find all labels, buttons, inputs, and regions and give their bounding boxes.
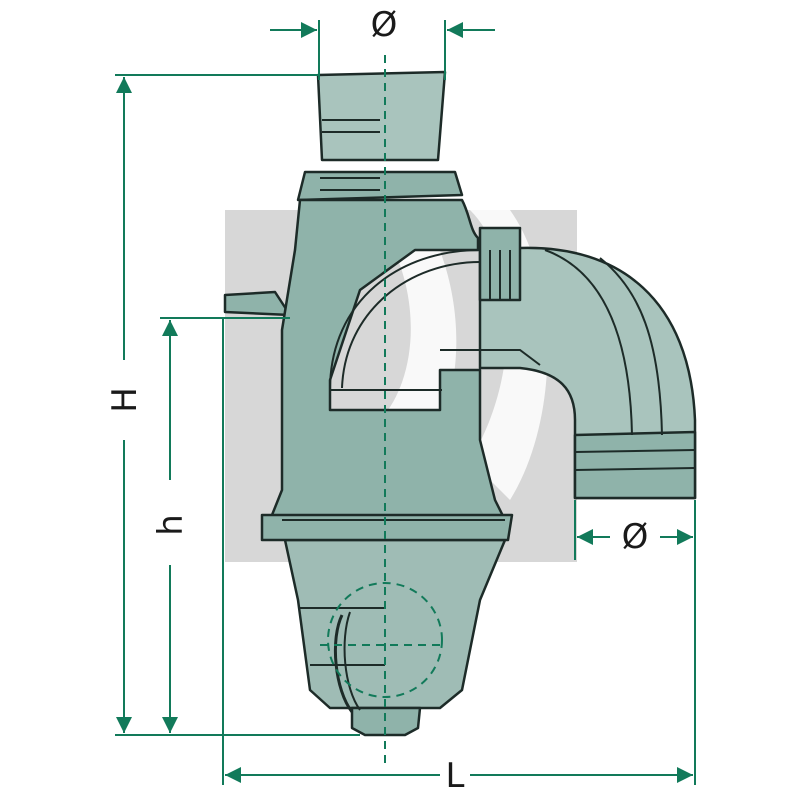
inlet-collar [296, 170, 464, 202]
drain-plug [350, 706, 422, 737]
label-outlet-diameter: Ø [622, 517, 649, 557]
sediment-bowl [283, 538, 507, 710]
outlet-rings [573, 430, 697, 500]
label-height-total: H [105, 387, 145, 413]
dimension-labels: Ø H h L Ø [105, 5, 648, 796]
top-inlet-pipe [316, 70, 447, 162]
label-top-diameter: Ø [371, 5, 398, 45]
dimension-lines [115, 20, 696, 785]
centerlines [320, 55, 445, 765]
label-height-inlet: h [151, 514, 191, 536]
clamp-ring [260, 513, 514, 542]
label-length: L [446, 756, 465, 796]
filter-body [223, 70, 697, 737]
